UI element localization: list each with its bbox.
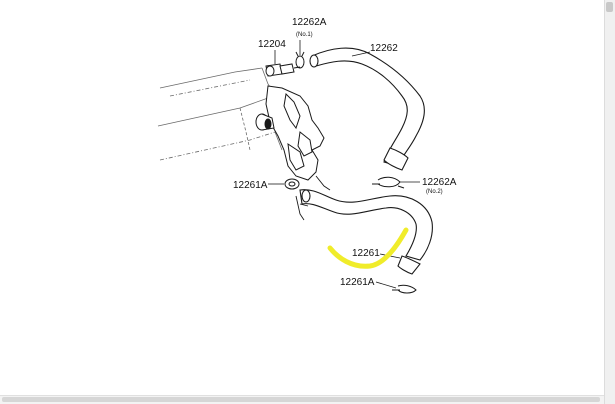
hose-clip-no1 <box>295 51 305 69</box>
label-12262a-no2-note: (No.2) <box>426 189 443 195</box>
label-12261a-lower: 12261A <box>340 277 375 288</box>
highlight-mark <box>327 227 409 269</box>
hose-12261 <box>299 189 433 275</box>
head-lower-outline <box>295 175 331 221</box>
pcv-housing <box>265 85 325 181</box>
label-12262a-no1: 12262A <box>292 17 327 28</box>
label-12262: 12262 <box>370 43 398 54</box>
hose-clip-12261a-upper <box>284 178 300 190</box>
label-12262a-no1-note: (No.1) <box>296 32 313 38</box>
vertical-scrollbar-thumb[interactable] <box>606 2 613 12</box>
hose-clip-12261a-lower <box>392 284 417 294</box>
pcv-valve-12204 <box>265 63 301 77</box>
leader-lines <box>268 40 420 289</box>
vertical-scrollbar[interactable] <box>604 0 615 404</box>
parts-diagram: 12262A (No.1) 12204 12262 12262A (No.2) … <box>157 17 457 294</box>
hose-12262 <box>309 47 425 171</box>
hose-clip-no2 <box>372 176 405 189</box>
horizontal-scrollbar-thumb[interactable] <box>2 397 600 402</box>
label-12262a-no2: 12262A <box>422 177 457 188</box>
label-12261a-upper: 12261A <box>233 180 268 191</box>
engine-head-outline <box>157 67 283 161</box>
label-12204: 12204 <box>258 39 286 50</box>
housing-port <box>255 113 275 131</box>
label-12261: 12261 <box>352 248 380 259</box>
